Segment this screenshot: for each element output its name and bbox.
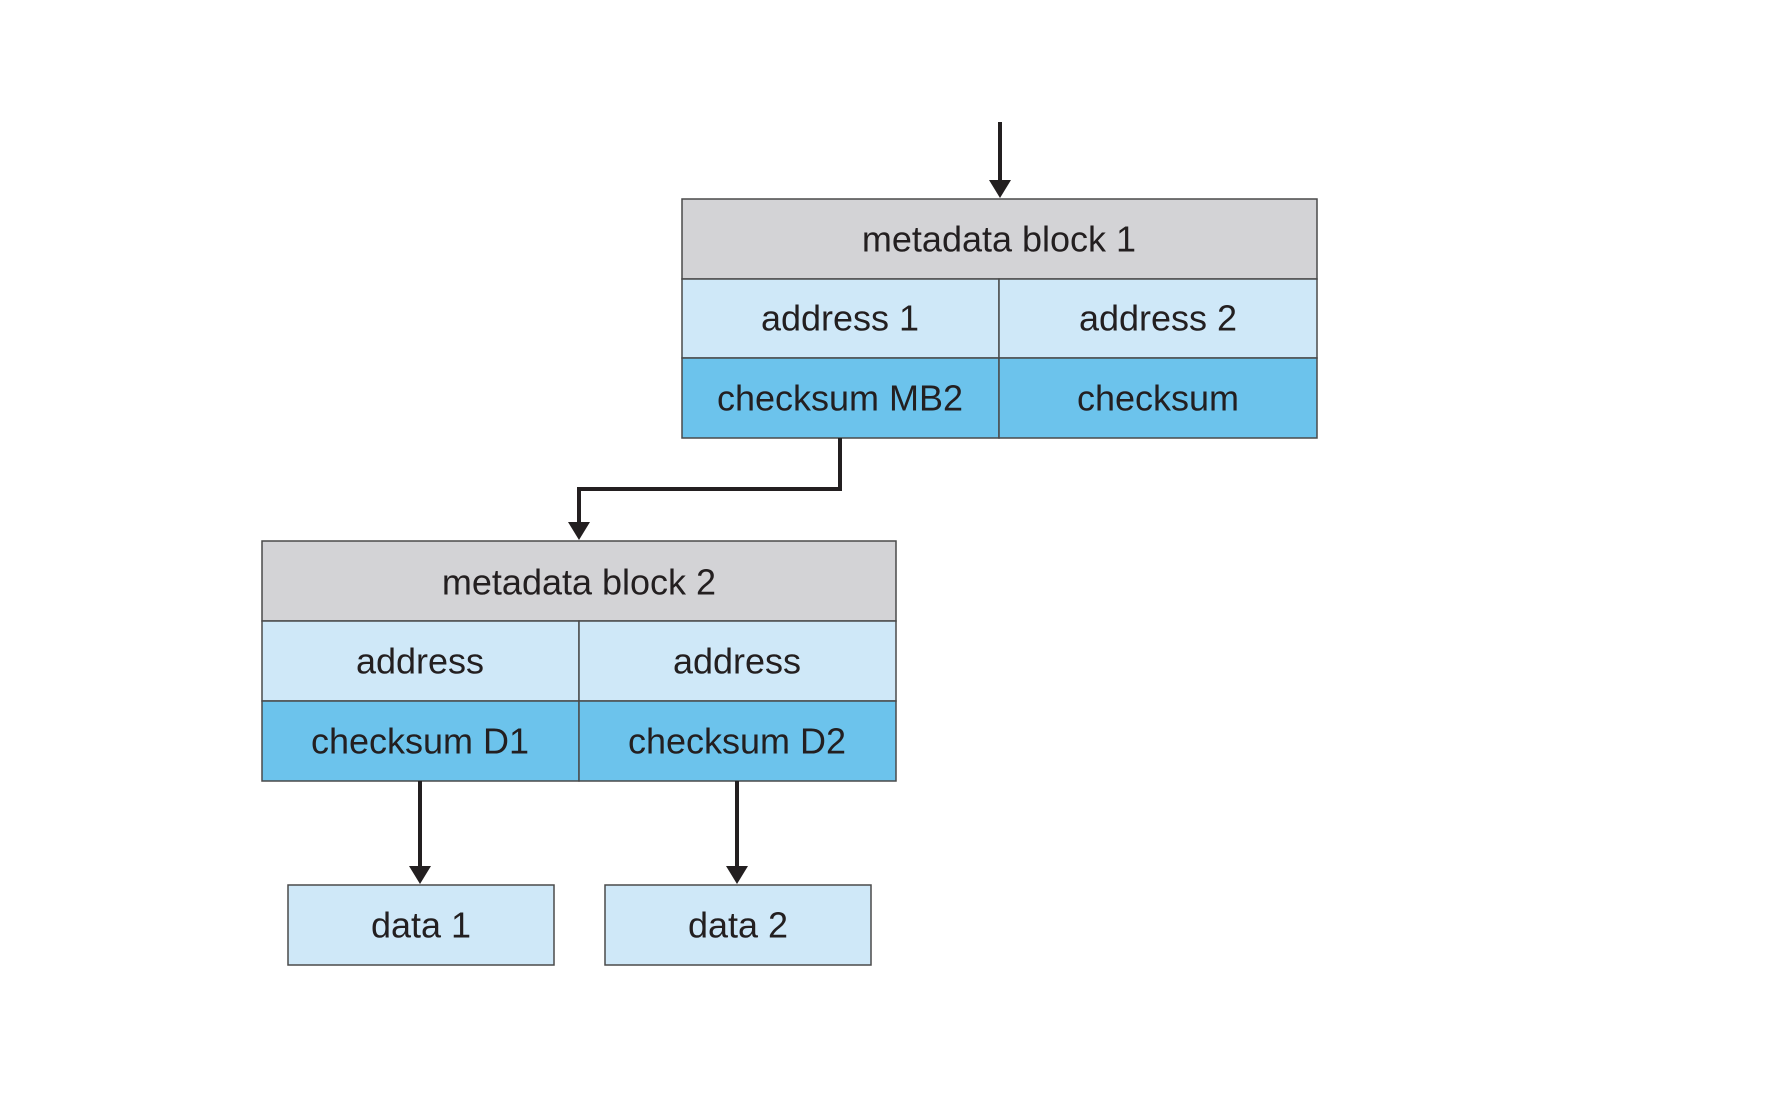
metadata-block-2-checksum-d1: checksum D1 bbox=[311, 721, 529, 762]
metadata-block-1-checksum-mb2: checksum MB2 bbox=[717, 378, 963, 419]
metadata-block-2-address-right: address bbox=[673, 641, 801, 682]
metadata-block-2-title: metadata block 2 bbox=[442, 562, 716, 603]
metadata-block-2: metadata block 2 address address checksu… bbox=[261, 540, 897, 782]
data-block-2-cell bbox=[604, 884, 872, 966]
mb2-to-data-1-arrow bbox=[409, 781, 431, 884]
metadata-block-1: metadata block 1 address 1 address 2 che… bbox=[681, 198, 1318, 439]
mb1-to-mb2-arrow bbox=[568, 438, 842, 540]
root-pointer-arrow bbox=[989, 122, 1011, 198]
data-block-1-cell bbox=[287, 884, 555, 966]
mb2-to-data-2-arrow bbox=[726, 781, 748, 884]
metadata-block-2-address-right-cell bbox=[578, 620, 897, 702]
data-block-2: data 2 bbox=[604, 884, 872, 966]
metadata-block-1-title: metadata block 1 bbox=[862, 219, 1136, 260]
metadata-block-2-address-left: address bbox=[356, 641, 484, 682]
metadata-block-1-address-1-cell bbox=[681, 278, 1000, 359]
metadata-block-1-address-2: address 2 bbox=[1079, 298, 1237, 339]
metadata-block-1-address-1: address 1 bbox=[761, 298, 919, 339]
metadata-block-2-checksum-d2-cell bbox=[578, 700, 897, 782]
metadata-block-2-checksum-d2: checksum D2 bbox=[628, 721, 846, 762]
metadata-block-1-checksum-cell bbox=[998, 357, 1318, 439]
metadata-block-1-checksum: checksum bbox=[1077, 378, 1239, 419]
metadata-block-2-checksum-d1-cell bbox=[261, 700, 580, 782]
data-block-1: data 1 bbox=[287, 884, 555, 966]
data-block-2-label: data 2 bbox=[688, 905, 788, 946]
data-block-1-label: data 1 bbox=[371, 905, 471, 946]
metadata-block-2-title-cell bbox=[261, 540, 897, 622]
